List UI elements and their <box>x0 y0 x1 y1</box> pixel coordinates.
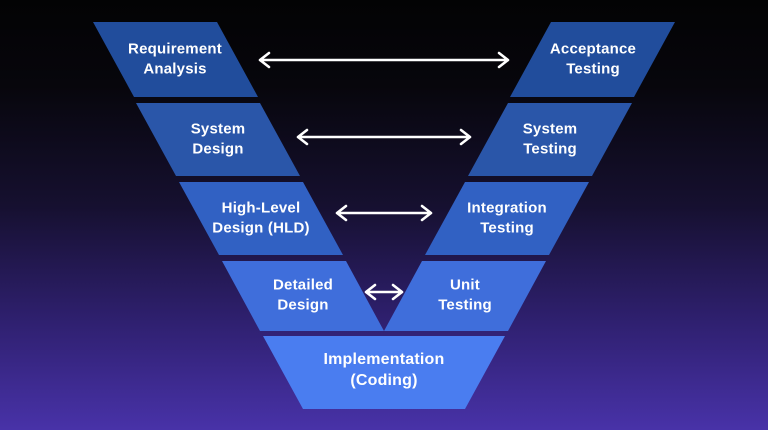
bidirectional-arrow-3 <box>364 283 404 301</box>
bidirectional-arrow-1 <box>296 128 472 146</box>
bidirectional-arrow-0 <box>258 51 510 69</box>
bidirectional-arrow-2 <box>335 204 433 222</box>
